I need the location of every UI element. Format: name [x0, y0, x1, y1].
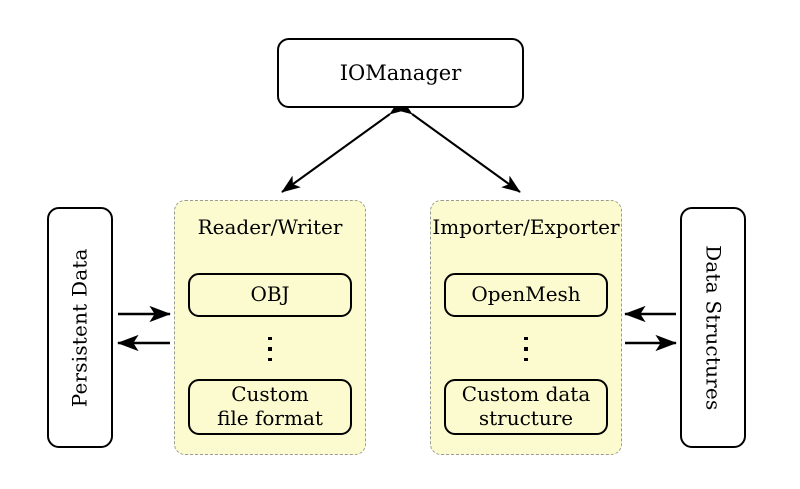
group-title-importer-exporter: Importer/Exporter: [432, 215, 620, 239]
data-structures-label: Data Structures: [701, 244, 726, 411]
connector-manager-reader-writer: [281, 97, 409, 193]
ellipsis-reader-writer: [175, 329, 365, 369]
item-custom-data-structure-line-1: Custom data: [461, 382, 591, 407]
connector-manager-importer-exporter: [393, 97, 521, 193]
item-custom-data-structure[interactable]: Custom data structure: [444, 379, 608, 435]
ellipsis-importer-exporter: [431, 329, 621, 369]
io-manager-label: IOManager: [339, 60, 462, 85]
item-obj-label: OBJ: [250, 282, 290, 307]
item-custom-file-format[interactable]: Custom file format: [188, 379, 352, 435]
data-structures-node[interactable]: Data Structures: [680, 207, 746, 448]
persistent-data-node[interactable]: Persistent Data: [47, 207, 113, 448]
group-panel-importer-exporter[interactable]: Importer/Exporter OpenMesh Custom data s…: [430, 200, 622, 455]
persistent-data-label: Persistent Data: [67, 248, 92, 407]
item-openmesh-label: OpenMesh: [471, 282, 581, 307]
item-openmesh[interactable]: OpenMesh: [444, 273, 608, 317]
item-obj[interactable]: OBJ: [188, 273, 352, 317]
group-title-reader-writer: Reader/Writer: [197, 215, 343, 239]
io-manager-node[interactable]: IOManager: [277, 38, 524, 108]
group-panel-reader-writer[interactable]: Reader/Writer OBJ Custom file format: [174, 200, 366, 455]
item-custom-file-format-line-1: Custom: [231, 382, 309, 407]
item-custom-file-format-line-2: file format: [217, 406, 323, 430]
item-custom-data-structure-line-2: structure: [478, 406, 574, 430]
